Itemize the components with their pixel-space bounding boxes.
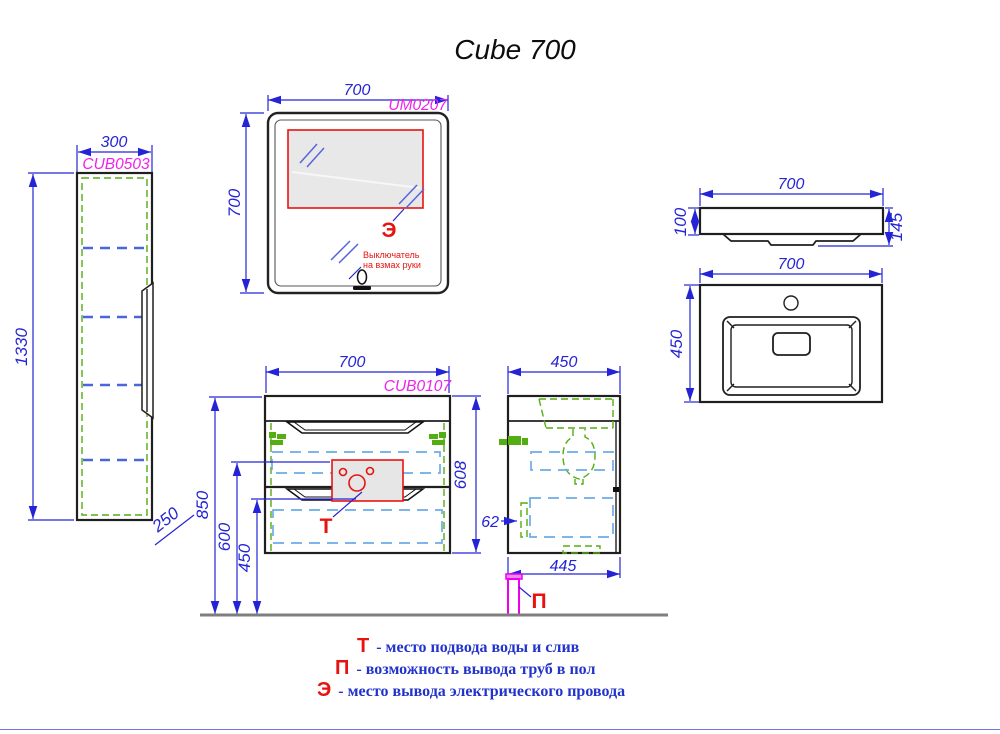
sink-front-body <box>698 206 885 236</box>
side-bottom-dim: 445 <box>550 558 577 575</box>
pipe-marker: П <box>531 590 546 613</box>
basin-outline <box>722 316 861 396</box>
water-marker: Т <box>320 515 333 538</box>
sink-front-width-dim: 700 <box>778 176 805 193</box>
mirror-width-dim: 700 <box>344 82 371 99</box>
switch-note-line2: на взмах руки <box>363 260 421 270</box>
water-leader <box>332 491 363 518</box>
side-body <box>506 394 622 555</box>
vanity-body <box>263 394 452 555</box>
sink-bowl-profile <box>722 233 862 246</box>
legend-marker: Э <box>317 679 332 701</box>
drawer-inner-box <box>272 509 443 544</box>
tall-cabinet-inner-dash <box>81 177 148 516</box>
glass-hatch <box>299 143 425 264</box>
side-offset-dim: 62 <box>481 514 499 531</box>
sink-total-height-dim: 145 <box>887 212 906 241</box>
faucet-hole <box>783 295 799 311</box>
tall-cabinet-code: CUB0503 <box>82 156 150 173</box>
hinge-icon-right <box>429 432 446 445</box>
hinge-icon-left <box>269 432 286 445</box>
side-width-dim: 450 <box>551 354 578 371</box>
electric-marker: Э <box>382 219 397 242</box>
height-drain-dim: 450 <box>235 543 254 572</box>
vanity-front-view: 700 CUB0107 Т <box>193 354 481 614</box>
legend-marker: Т <box>357 635 370 657</box>
floor-pipe <box>505 573 523 616</box>
offset-target <box>520 502 528 538</box>
vanity-width-dim: 700 <box>339 354 366 371</box>
legend-text: - место подвода воды и слив <box>376 639 580 656</box>
legend-text: - возможность вывода труб в пол <box>356 661 596 678</box>
drawer-inner-box <box>529 497 614 538</box>
electric-leader <box>392 208 405 222</box>
legend-row: Т - место подвода воды и слив <box>357 635 579 658</box>
switch-note-line1: Выключатель <box>363 250 420 260</box>
sink-top-depth-dim: 450 <box>667 329 686 358</box>
tall-cabinet-body <box>75 171 154 522</box>
page-border-line <box>0 729 1000 730</box>
drawer-handle <box>284 421 426 434</box>
vanity-side-view: 450 62 445 П <box>481 354 622 616</box>
sink-back-height-dim: 100 <box>671 207 690 236</box>
legend-row: П - возможность вывода труб в пол <box>335 657 595 680</box>
sink-top-body <box>698 283 884 404</box>
mirror-code: UM0207 <box>388 97 448 114</box>
height-supply-dim: 600 <box>215 522 234 551</box>
height-total-dim: 850 <box>193 490 212 519</box>
legend-row: Э - место вывода электрического провода <box>317 679 625 702</box>
basin-profile <box>538 398 614 429</box>
vanity-body-height-dim: 608 <box>451 460 470 489</box>
faucet-icon <box>499 436 528 445</box>
sink-front-view: 700 100 145 <box>671 176 906 247</box>
legend-text: - место вывода электрического провода <box>338 683 626 700</box>
legend-marker: П <box>335 657 350 679</box>
motion-sensor-icon <box>353 269 371 290</box>
drawer-inner-box <box>530 451 614 471</box>
drawing-title: Cube 700 <box>454 34 576 65</box>
sink-top-view: 700 450 <box>667 256 884 404</box>
mirror-view: 700 UM0207 700 Э Выключатель на взмах ру… <box>225 82 450 295</box>
tall-cabinet-height-dim: 1330 <box>12 328 31 366</box>
tall-cabinet-view: 300 CUB0503 1330 250 <box>12 134 195 546</box>
plumbing-zone <box>331 459 404 502</box>
sink-top-width-dim: 700 <box>778 256 805 273</box>
drain-hole <box>772 332 811 356</box>
tall-cabinet-width-dim: 300 <box>101 134 128 151</box>
vanity-code: CUB0107 <box>384 378 453 395</box>
siphon-outline <box>562 429 596 485</box>
mirror-height-dim: 700 <box>225 188 244 217</box>
tall-cabinet-door-handle <box>141 281 154 420</box>
mirror-light-panel <box>287 129 424 209</box>
